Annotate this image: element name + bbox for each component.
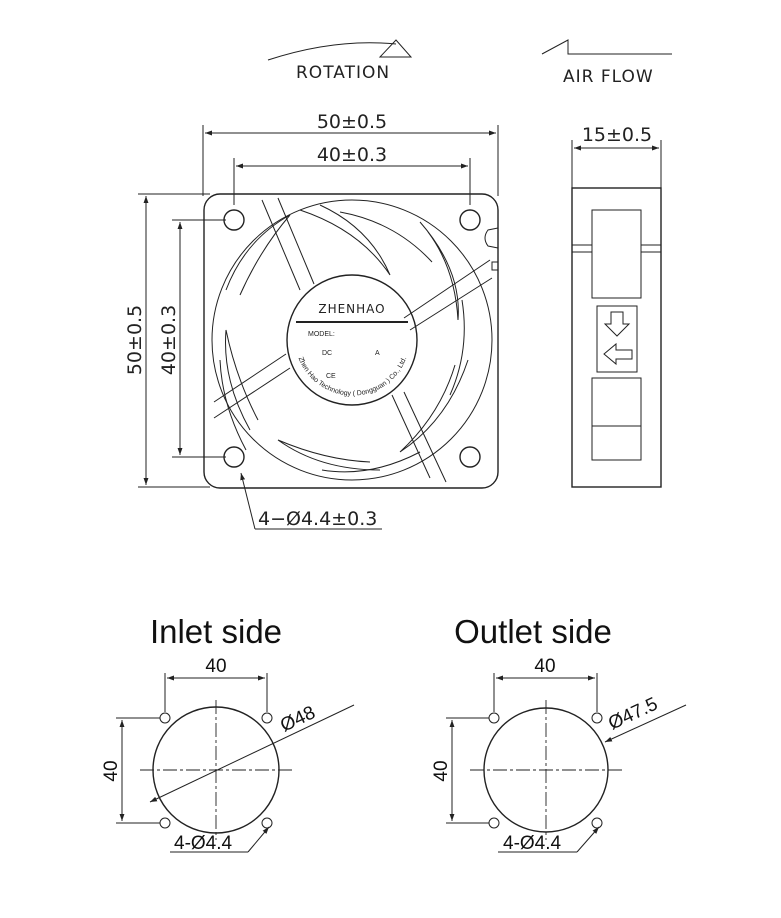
fan-frame — [203, 193, 499, 489]
mount-hole — [223, 446, 245, 468]
inlet-h-spacing: 40 — [205, 656, 226, 677]
outlet-title: Outlet side — [454, 613, 612, 650]
rotation-left-arrow-icon — [603, 342, 633, 366]
hole-spacing-height-dim: 40±0.3 — [158, 305, 180, 375]
side-view: 15±0.5 — [571, 124, 662, 488]
ce-mark: CE — [326, 373, 336, 380]
mount-hole — [223, 209, 245, 231]
airflow-down-arrow-icon — [603, 311, 631, 337]
depth-dim: 15±0.5 — [582, 124, 652, 146]
inlet-holes: 4-Ø4.4 — [174, 833, 233, 854]
rotation-label: ROTATION — [296, 63, 390, 83]
front-view: 50±0.5 40±0.3 50±0.5 40±0.3 — [124, 111, 499, 530]
airflow-indicator: AIR FLOW — [541, 39, 672, 87]
side-frame — [571, 187, 662, 488]
amp-label: A — [375, 350, 380, 357]
hub-label — [286, 274, 418, 406]
rotation-indicator: ROTATION — [267, 39, 413, 83]
fan-shroud — [211, 199, 493, 481]
hole-callout: 4−Ø4.4±0.3 — [258, 508, 377, 530]
inlet-side-view: Inlet side 40 40 Ø48 4-Ø4.4 — [101, 613, 355, 854]
outlet-h-spacing: 40 — [534, 656, 555, 677]
hole-spacing-width-dim: 40±0.3 — [317, 144, 387, 166]
overall-width-dim: 50±0.5 — [317, 111, 387, 133]
airflow-label: AIR FLOW — [563, 67, 654, 87]
mount-hole — [459, 209, 481, 231]
outlet-v-spacing: 40 — [431, 760, 452, 781]
outlet-diameter: Ø47.5 — [605, 694, 661, 735]
inlet-title: Inlet side — [150, 613, 282, 650]
dc-label: DC — [322, 350, 332, 357]
overall-height-dim: 50±0.5 — [124, 305, 146, 375]
model-label: MODEL: — [308, 331, 335, 338]
outlet-holes: 4-Ø4.4 — [503, 833, 562, 854]
inlet-v-spacing: 40 — [101, 760, 122, 781]
fan-blades — [219, 204, 469, 473]
mount-hole — [459, 446, 481, 468]
brand-logo: ZHENHAO — [318, 302, 385, 316]
outlet-side-view: Outlet side 40 40 Ø47.5 4-Ø4.4 — [431, 613, 687, 854]
